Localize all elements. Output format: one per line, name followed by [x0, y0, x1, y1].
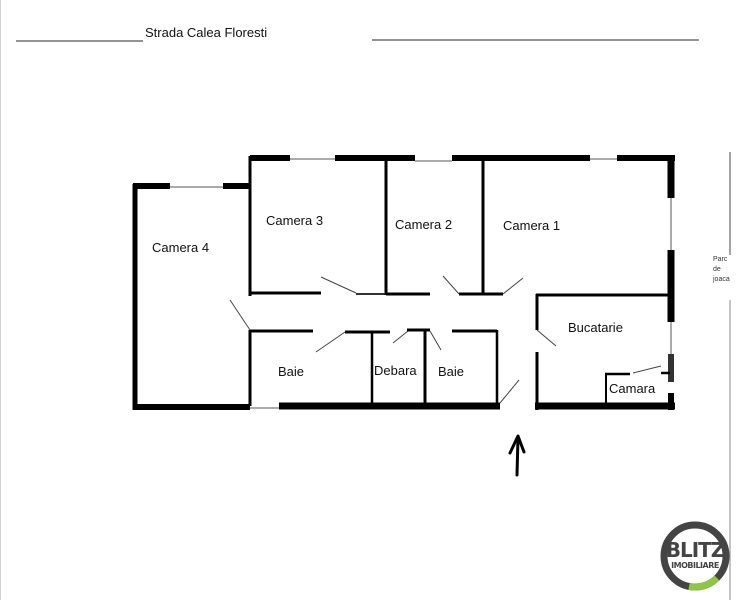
room-label-baie-right: Baie [438, 364, 465, 379]
room-label-camara: Camara [609, 381, 656, 396]
room-label-bucatarie: Bucatarie [568, 320, 623, 335]
logo-ring-icon [660, 521, 730, 591]
room-label-camera-2: Camera 2 [395, 217, 453, 232]
frame-border [0, 0, 1, 600]
street-name-label: Strada Calea Floresti [145, 25, 268, 40]
room-label-camera-3: Camera 3 [266, 213, 324, 228]
park-annotation: Parc de joaca [713, 256, 730, 283]
entrance-arrow-icon [508, 434, 526, 477]
room-label-camera-1: Camera 1 [503, 218, 561, 233]
blitz-imobiliare-logo: BLITZ IMOBILIARE [659, 520, 731, 592]
logo-text-blitz: BLITZ [665, 538, 726, 562]
room-label-debara: Debara [374, 363, 417, 378]
room-label-baie-left: Baie [278, 364, 305, 379]
logo-text-imobiliare: IMOBILIARE [671, 561, 719, 570]
room-label-camera-4: Camera 4 [152, 240, 210, 255]
